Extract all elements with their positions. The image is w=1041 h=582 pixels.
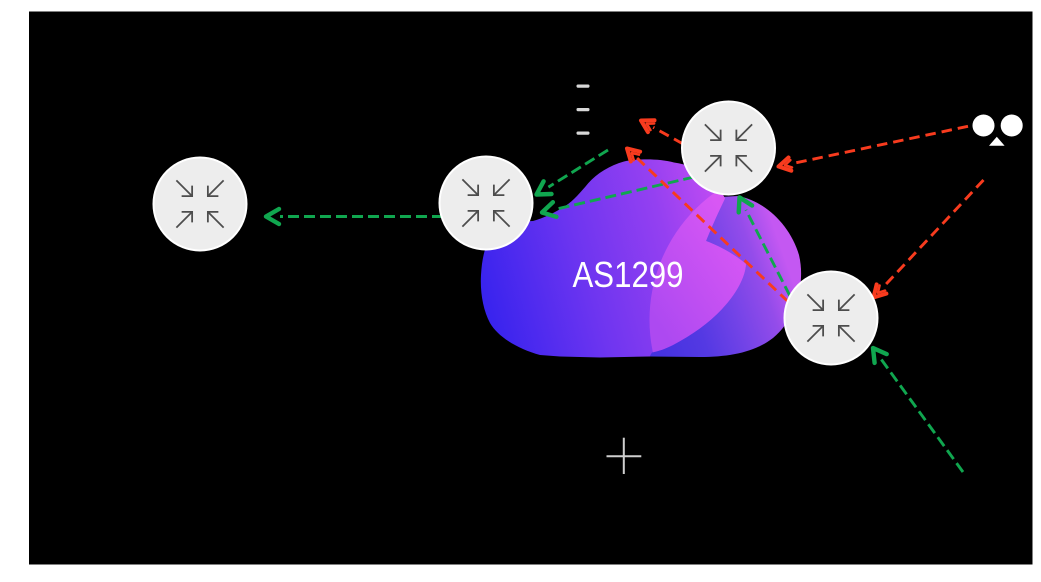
svg-text:AS1299: AS1299 bbox=[573, 254, 684, 295]
